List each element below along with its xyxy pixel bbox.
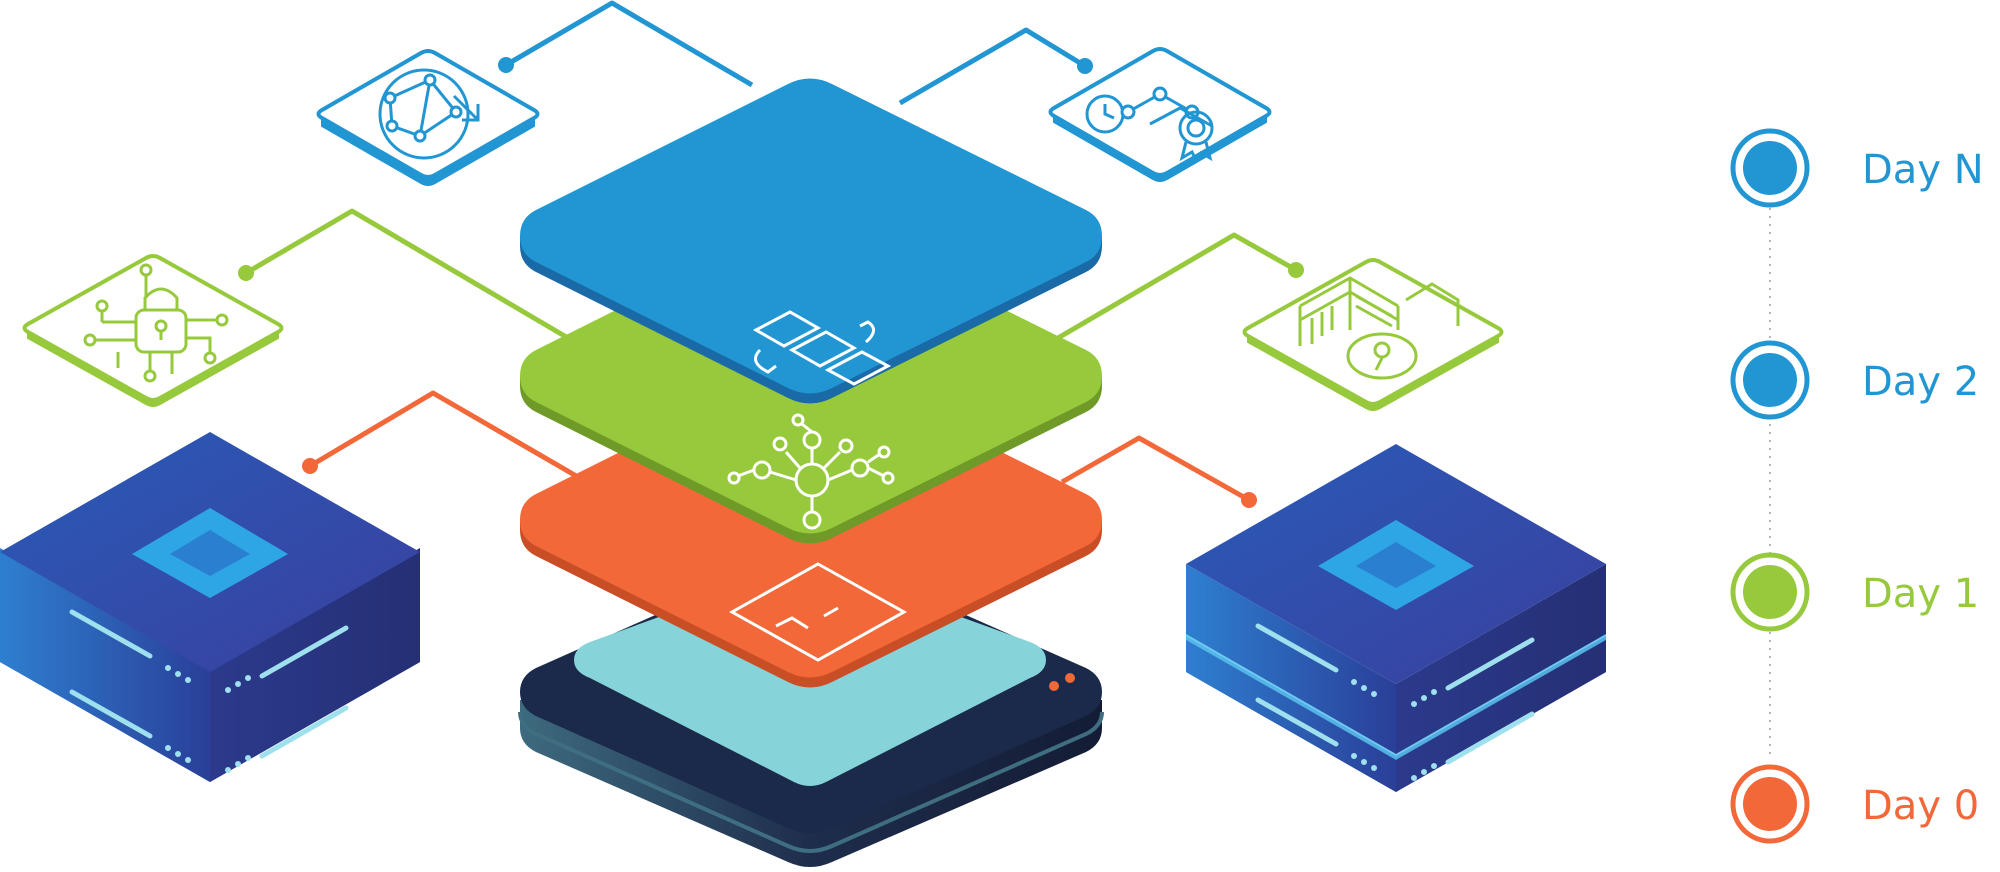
server-location-icon bbox=[1289, 276, 1460, 386]
workflow-automation-icon bbox=[752, 310, 892, 386]
connector-server bbox=[1056, 232, 1298, 341]
connector-dot-lock bbox=[238, 265, 254, 281]
server-rack-right bbox=[1186, 444, 1606, 792]
clock-certificate-icon bbox=[1085, 86, 1214, 162]
security-lock-icon bbox=[83, 263, 229, 383]
legend-dot bbox=[1743, 141, 1797, 195]
connector-left-rack bbox=[308, 390, 580, 480]
legend-label: Day N bbox=[1862, 147, 1984, 193]
connector-globe bbox=[504, 0, 754, 88]
legend-item-day-2: Day 2 bbox=[1730, 340, 1979, 420]
legend-label: Day 1 bbox=[1862, 571, 1979, 617]
legend-label: Day 0 bbox=[1862, 783, 1979, 829]
legend-dot bbox=[1743, 777, 1797, 831]
legend-dot bbox=[1743, 353, 1797, 407]
connector-dot-server bbox=[1288, 262, 1304, 278]
connector-right-rack bbox=[1060, 435, 1251, 503]
connector-dot-clock bbox=[1077, 58, 1093, 74]
legend-dot bbox=[1743, 565, 1797, 619]
connector-lines bbox=[238, 0, 1304, 508]
network-nodes-icon bbox=[727, 413, 895, 530]
card-globe-sync bbox=[316, 49, 540, 186]
connector-clock bbox=[898, 27, 1087, 106]
day-n-layer bbox=[520, 78, 1102, 404]
globe-sync-icon bbox=[378, 68, 480, 160]
legend-item-day-n: Day N bbox=[1730, 128, 1984, 208]
legend-item-day-1: Day 1 bbox=[1730, 552, 1979, 632]
legend-item-day-0: Day 0 bbox=[1730, 764, 1979, 844]
connector-dot-globe bbox=[498, 57, 514, 73]
card-security-lock bbox=[22, 254, 284, 407]
card-clock-certificate bbox=[1048, 47, 1272, 182]
card-server-location bbox=[1242, 258, 1504, 411]
connector-lock bbox=[244, 208, 570, 341]
connector-dot-right-rack bbox=[1241, 492, 1257, 508]
terminal-console-icon bbox=[728, 562, 908, 662]
connector-dot-left-rack bbox=[302, 458, 318, 474]
legend-label: Day 2 bbox=[1862, 359, 1979, 405]
server-rack-left bbox=[0, 432, 420, 782]
